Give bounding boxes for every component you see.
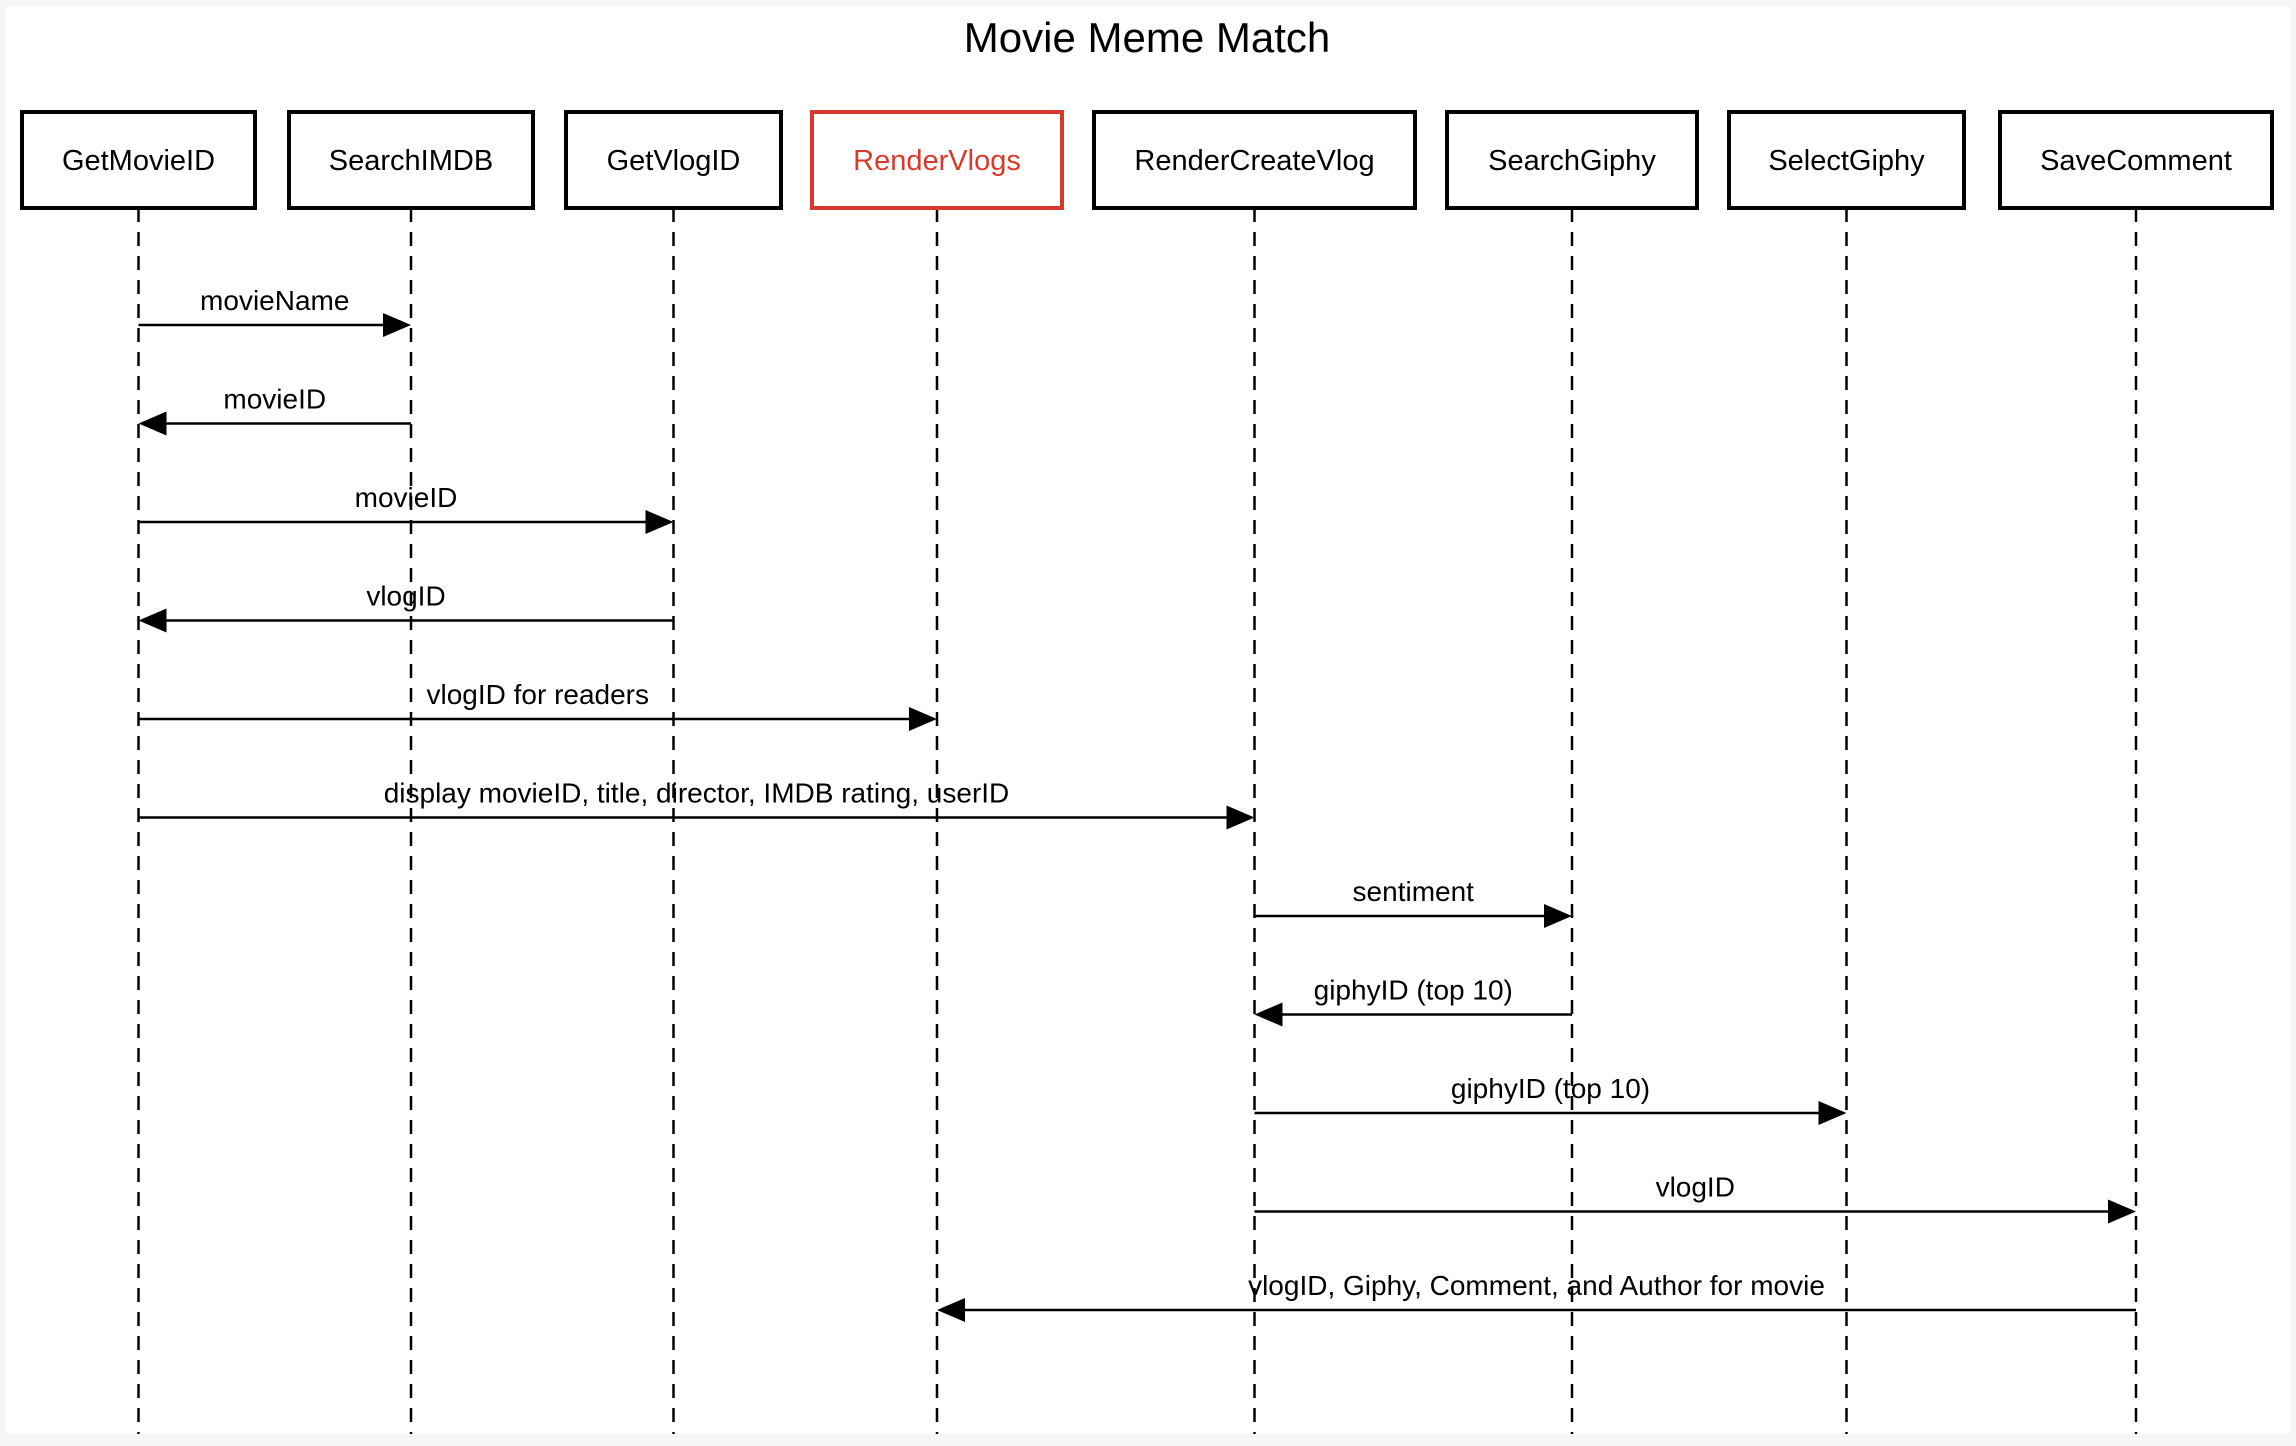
arrowhead-icon	[937, 1298, 965, 1322]
arrowhead-icon	[138, 608, 167, 633]
message-label: movieID	[223, 384, 326, 415]
message-4: vlogID	[138, 581, 674, 633]
message-label: movieID	[355, 482, 458, 513]
participant-box-rendervlogs	[810, 110, 1064, 210]
participant-label-savecomment: SaveComment	[2040, 145, 2232, 177]
message-label: sentiment	[1353, 876, 1475, 907]
message-label: movieName	[200, 285, 349, 316]
participant-box-savecomment	[1998, 110, 2274, 210]
message-label: vlogID	[1656, 1172, 1735, 1203]
participant-label-rendervlogs: RenderVlogs	[853, 145, 1021, 177]
arrowhead-icon	[1226, 805, 1255, 830]
message-6: display movieID, title, director, IMDB r…	[138, 778, 1255, 830]
message-11: vlogID, Giphy, Comment, and Author for m…	[937, 1270, 2136, 1322]
arrowhead-icon	[1818, 1101, 1847, 1125]
participant-searchgiphy: SearchGiphy	[1445, 110, 1699, 210]
arrowhead-icon	[1544, 904, 1572, 928]
message-label: display movieID, title, director, IMDB r…	[384, 778, 1010, 809]
message-label: vlogID	[366, 581, 445, 612]
participant-label-selectgiphy: SelectGiphy	[1768, 145, 1925, 177]
participant-label-getmovieid: GetMovieID	[62, 145, 215, 177]
participant-rendercreatevlog: RenderCreateVlog	[1092, 110, 1417, 210]
message-10: vlogID	[1254, 1172, 2136, 1224]
participant-label-searchgiphy: SearchGiphy	[1488, 145, 1656, 177]
messages: movieName movieID movieID vlogID vlogID for …	[138, 285, 2136, 1322]
message-label: vlogID for readers	[426, 679, 649, 710]
participant-label-searchimdb: SearchIMDB	[329, 145, 493, 177]
participants: GetMovieID SearchIMDB GetVlogID RenderVlogs…	[20, 110, 2274, 210]
participant-savecomment: SaveComment	[1998, 110, 2274, 210]
message-label: giphyID (top 10)	[1314, 975, 1513, 1006]
participant-box-getvlogid	[564, 110, 783, 210]
arrowhead-icon	[1254, 1002, 1283, 1027]
message-label: giphyID (top 10)	[1451, 1073, 1650, 1104]
participant-rendervlogs: RenderVlogs	[810, 110, 1064, 210]
message-8: giphyID (top 10)	[1254, 975, 1572, 1027]
participant-box-rendercreatevlog	[1092, 110, 1417, 210]
message-1: movieName	[138, 285, 411, 337]
participant-label-getvlogid: GetVlogID	[607, 145, 741, 177]
message-9: giphyID (top 10)	[1254, 1073, 1847, 1125]
arrowhead-icon	[2108, 1199, 2136, 1224]
message-3: movieID	[138, 482, 674, 534]
participant-getmovieid: GetMovieID	[20, 110, 257, 210]
message-7: sentiment	[1254, 876, 1572, 928]
arrowhead-icon	[383, 313, 411, 337]
message-2: movieID	[138, 384, 411, 436]
participant-box-searchgiphy	[1445, 110, 1699, 210]
participant-label-rendercreatevlog: RenderCreateVlog	[1134, 145, 1374, 177]
diagram-title: Movie Meme Match	[964, 14, 1330, 61]
participant-box-searchimdb	[287, 110, 535, 210]
participant-box-getmovieid	[20, 110, 257, 210]
participant-searchimdb: SearchIMDB	[287, 110, 535, 210]
participant-box-selectgiphy	[1727, 110, 1966, 210]
message-label: vlogID, Giphy, Comment, and Author for m…	[1248, 1270, 1825, 1301]
message-5: vlogID for readers	[138, 679, 937, 731]
lifelines	[137, 208, 2138, 1434]
arrowhead-icon	[645, 510, 674, 534]
participant-selectgiphy: SelectGiphy	[1727, 110, 1966, 210]
arrowhead-icon	[138, 411, 167, 436]
arrowhead-icon	[909, 707, 937, 731]
participant-getvlogid: GetVlogID	[564, 110, 783, 210]
